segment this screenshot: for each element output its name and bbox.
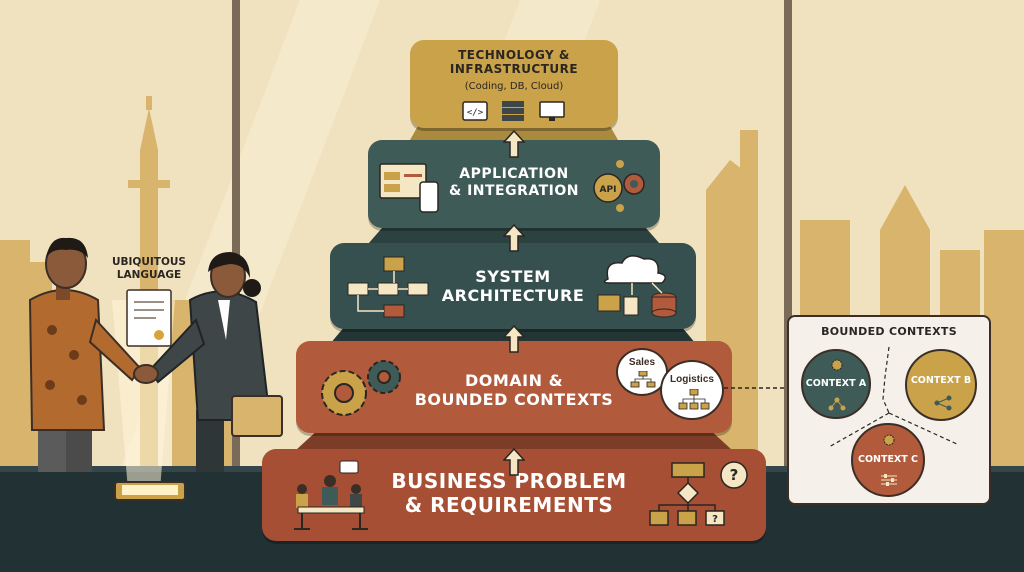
code-icon: </> [462,101,488,121]
flowchart-question-icon: ? ? [649,461,748,526]
tier-business-line2: & REQUIREMENTS [404,493,614,517]
arrow-up-icon [503,448,525,476]
ubiquitous-language-line2: LANGUAGE [116,269,182,282]
logistics-bubble: Logistics [660,360,724,420]
database-server-icon [502,101,524,121]
sales-flow-icon [630,371,656,388]
man-figure [28,237,142,472]
network-icon [828,397,846,411]
hologram-beam [112,300,175,490]
logistics-flow-icon [678,389,710,410]
document-icon [126,289,172,347]
context-b-label: CONTEXT B [910,375,972,386]
logistics-label: Logistics [670,374,714,385]
app-device-icon [379,163,439,213]
monitor-icon [539,101,565,121]
gear-icon [883,434,895,446]
tablet-screen [122,485,178,495]
tier-technology: TECHNOLOGY & INFRASTRUCTURE (Coding, DB,… [410,40,618,128]
tier-system-line2: ARCHITECTURE [441,286,585,306]
cloud-database-icon [597,255,677,318]
tier-system-line1: SYSTEM [475,267,551,286]
tier-technology-subtitle: (Coding, DB, Cloud) [464,81,564,92]
tier-business-line1: BUSINESS PROBLEM [391,469,627,493]
tier-technology-line1: TECHNOLOGY & [458,48,570,62]
bounded-contexts-panel: BOUNDED CONTEXTS CONTEXT A CONTEXT B CON… [787,315,991,505]
context-c-label: CONTEXT C [857,454,919,465]
bounded-contexts-title: BOUNDED CONTEXTS [821,325,957,338]
tier-domain-line2: BOUNDED CONTEXTS [414,390,614,410]
api-label: API [600,185,617,195]
sales-label: Sales [628,357,656,368]
context-b: CONTEXT B [905,349,977,421]
context-a: CONTEXT A [801,349,871,419]
arrow-up-icon [503,224,525,252]
tier-system: SYSTEM ARCHITECTURE [330,243,696,329]
svg-text:?: ? [730,466,739,484]
connector-line [724,387,790,389]
ubiquitous-language-label: UBIQUITOUS LANGUAGE [103,256,195,282]
sliders-icon [881,474,897,486]
handshake [133,364,159,384]
arrow-up-icon [503,325,525,353]
woman-figure [148,252,283,472]
tier-application-line1: APPLICATION [459,166,569,182]
window-frame [784,0,792,470]
gears-icon [321,360,401,416]
architecture-flow-icon [347,256,429,318]
ubiquitous-language-line1: UBIQUITOUS [112,256,186,268]
arrow-up-icon [503,130,525,158]
svg-text:?: ? [712,514,718,525]
meeting-icon [294,460,368,530]
tier-domain-line1: DOMAIN & [464,371,564,390]
ledge-domain [296,430,732,450]
network-icon [934,395,952,411]
context-dividers [828,346,960,448]
tier-application-line2: & INTEGRATION [448,182,580,199]
gear-icon [831,359,843,371]
api-gears-icon: API [593,160,645,212]
context-a-label: CONTEXT A [805,378,867,389]
window-frame [232,0,240,470]
context-c: CONTEXT C [851,423,925,497]
tech-icons: </> [462,101,565,121]
tier-technology-line2: INFRASTRUCTURE [449,62,579,77]
svg-text:</>: </> [467,108,484,118]
